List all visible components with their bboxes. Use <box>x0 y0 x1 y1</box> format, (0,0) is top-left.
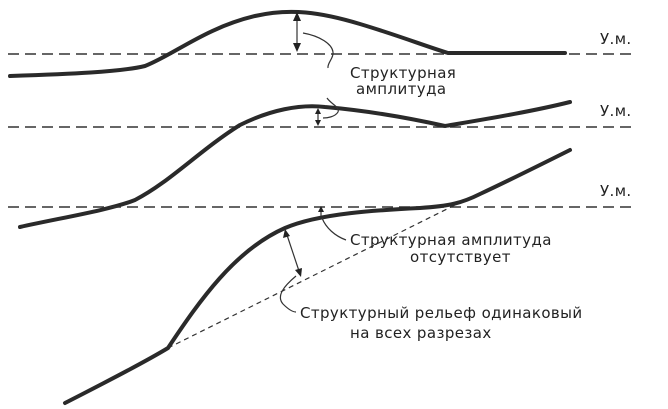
amplitude-arrow-1-head-bottom <box>293 43 301 52</box>
label-same-relief-line1: Структурный рельеф одинаковый <box>300 304 583 322</box>
label-structural-amplitude-line2: амплитуда <box>356 80 446 98</box>
label-same-relief-line2: на всех разрезах <box>350 324 492 342</box>
label-amplitude-absent-line2: отсутствует <box>410 248 511 266</box>
leader-amplitude-absent <box>321 217 347 241</box>
label-structural-amplitude-line1: Структурная <box>350 64 456 82</box>
leader-structural-amplitude-bottom <box>322 97 339 119</box>
amplitude-arrow-2-head-bottom <box>315 120 321 126</box>
structure-profile-1 <box>8 9 567 78</box>
amplitude-arrow-3-head-top <box>283 229 290 238</box>
amplitude-arrow-3 <box>285 231 301 275</box>
amplitude-arrow-2-head-top <box>315 108 321 114</box>
structure-profile-2 <box>18 100 572 229</box>
structure-profile-3 <box>63 148 572 405</box>
sea-level-label-2: У.м. <box>600 102 632 120</box>
sea-level-label-1: У.м. <box>600 30 632 48</box>
sea-level-label-3: У.м. <box>600 182 632 200</box>
label-amplitude-absent-line1: Структурная амплитуда <box>350 231 552 249</box>
amplitude-arrow-1-head-top <box>293 12 301 21</box>
small-arrow-plateau-head <box>318 206 324 212</box>
leader-structural-amplitude-top <box>302 32 334 69</box>
leader-same-relief <box>279 275 297 313</box>
amplitude-arrow-3-head-bottom <box>295 268 302 277</box>
